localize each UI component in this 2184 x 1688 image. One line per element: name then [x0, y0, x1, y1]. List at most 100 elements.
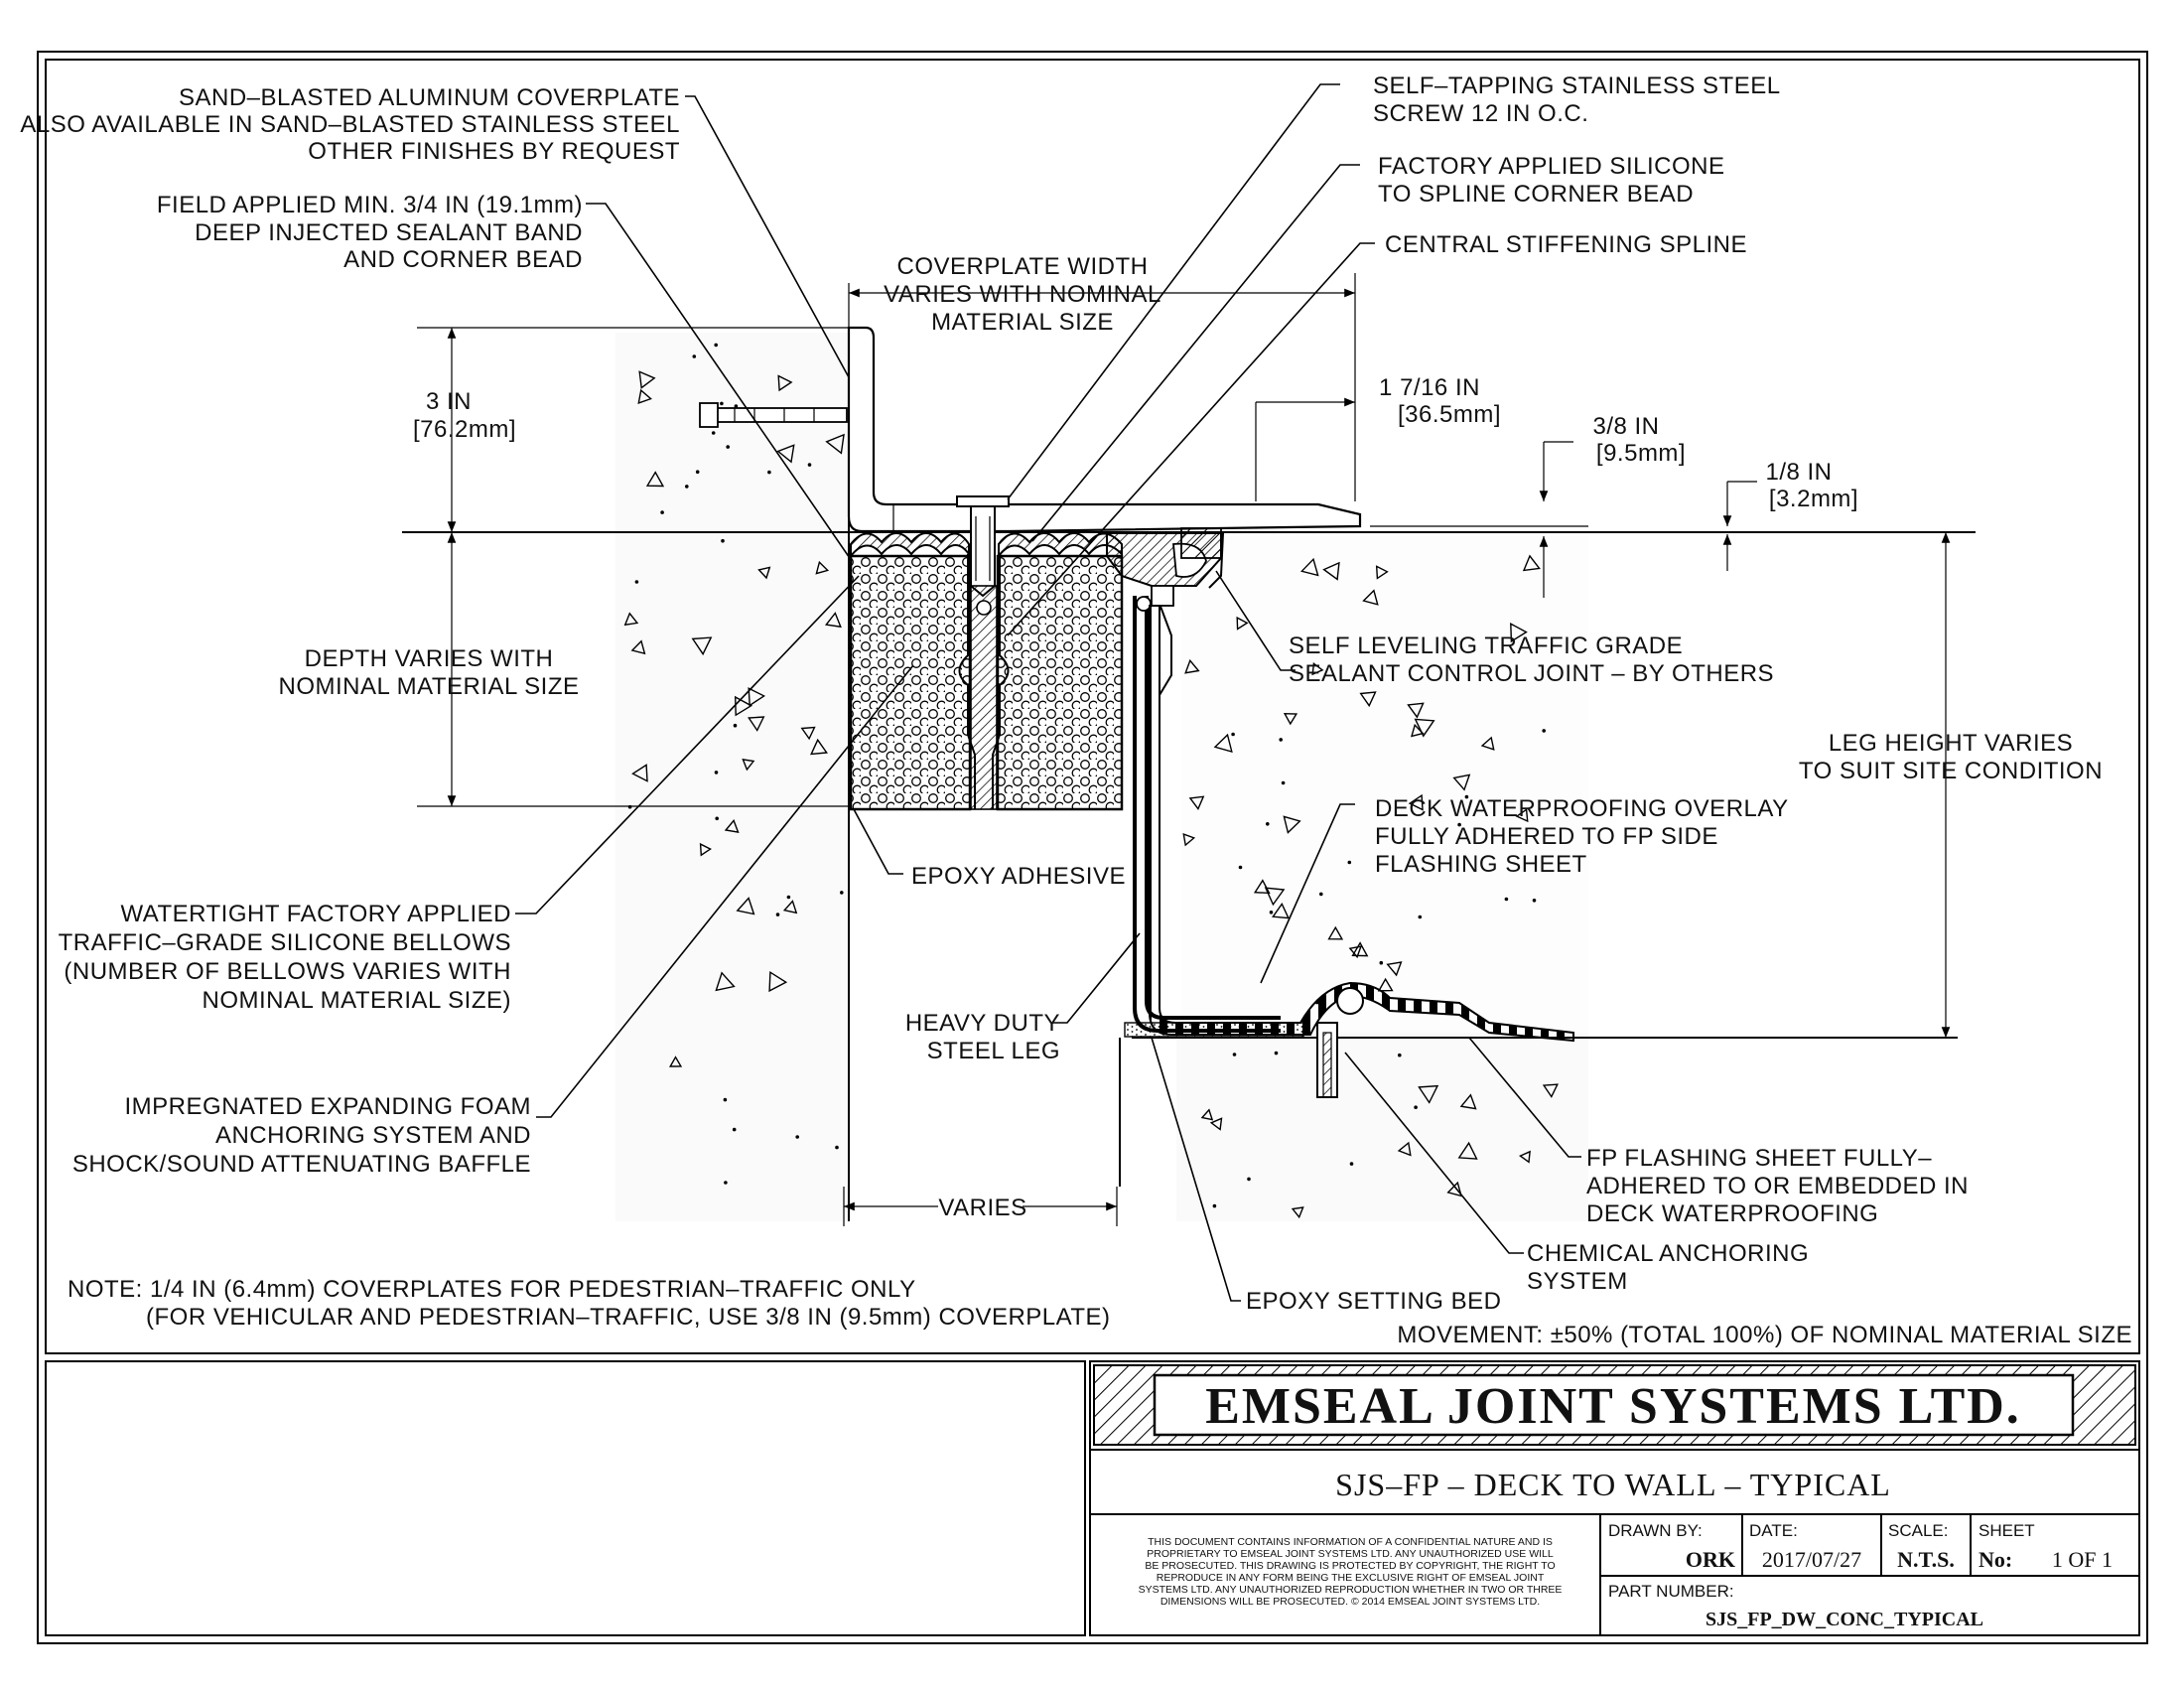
aggregate-grain [795, 1135, 800, 1139]
concrete-aggregate [623, 343, 1559, 1219]
confidential-text: DIMENSIONS WILL BE PROSECUTED. © 2014 EM… [1160, 1596, 1540, 1608]
aggregate-stone [637, 388, 652, 404]
date-value: 2017/07/27 [1762, 1547, 1861, 1572]
bellows-label: WATERTIGHT FACTORY APPLIED [120, 901, 511, 927]
aggregate-grain [1232, 1053, 1237, 1056]
sheet-value: 1 OF 1 [2052, 1547, 2113, 1572]
aggregate-stone [782, 900, 798, 914]
aggregate-grain [1279, 738, 1283, 742]
aggregate-stone [1510, 623, 1528, 643]
aggregate-grain [732, 1127, 737, 1132]
concrete-substrate [402, 333, 1976, 1221]
aggregate-stone [668, 1055, 683, 1067]
aggregate-grain [1281, 780, 1286, 785]
aggregate-grain [1532, 899, 1537, 903]
dimension-1-7-16-label: [36.5mm] [1398, 401, 1501, 428]
dimension-lines [417, 273, 1951, 1226]
chemical-anchor-label: SYSTEM [1527, 1268, 1628, 1295]
confidential-text: THIS DOCUMENT CONTAINS INFORMATION OF A … [1148, 1536, 1553, 1548]
aggregate-stone [1311, 662, 1324, 676]
foam-label: ANCHORING SYSTEM AND [215, 1122, 531, 1149]
aggregate-stone [1327, 925, 1344, 940]
confidential-text: BE PROSECUTED. THIS DRAWING IS PROTECTED… [1145, 1560, 1555, 1572]
aggregate-grain [720, 401, 724, 406]
deck-overlay-label: FULLY ADHERED TO FP SIDE [1375, 823, 1718, 850]
aggregate-stone [1184, 658, 1200, 674]
leg-height-label: LEG HEIGHT VARIES [1829, 730, 2073, 757]
bellows-label: (NUMBER OF BELLOWS VARIES WITH [64, 958, 511, 985]
deck-overlay-label: DECK WATERPROOFING OVERLAY [1375, 795, 1789, 822]
aggregate-stone [776, 444, 795, 464]
aggregate-grain [726, 445, 731, 449]
aggregate-stone [757, 566, 771, 580]
movement-label: MOVEMENT: ±50% (TOTAL 100%) OF NOMINAL M… [1397, 1322, 2132, 1348]
screw-label: SCREW 12 IN O.C. [1373, 100, 1588, 127]
aggregate-stone [1299, 557, 1319, 577]
aggregate-grain [733, 723, 738, 728]
aggregate-stone [1386, 961, 1403, 977]
fp-flashing-label: ADHERED TO OR EMBEDDED IN [1586, 1173, 1969, 1199]
aggregate-grain [1414, 1105, 1418, 1109]
aggregate-stone [623, 612, 639, 627]
aggregate-stone [1515, 808, 1529, 823]
aggregate-stone [1542, 1083, 1559, 1098]
aggregate-grain [692, 354, 697, 358]
scale-label: SCALE: [1888, 1521, 1948, 1540]
aggregate-grain [721, 538, 725, 543]
screw-label: SELF–TAPPING STAINLESS STEEL [1373, 72, 1781, 99]
aggregate-stone [825, 433, 845, 455]
company-name: EMSEAL JOINT SYSTEMS LTD. [1205, 1378, 2021, 1435]
aggregate-stone [1283, 815, 1301, 834]
dimension-3-8-label: [9.5mm] [1596, 440, 1686, 467]
aggregate-grain [1504, 897, 1509, 902]
chemical-anchor [1316, 1022, 1338, 1098]
central-stiffening-spline [970, 585, 998, 810]
aggregate-stone [1200, 1108, 1214, 1121]
dimension-1-7-16-label: 1 7/16 IN [1379, 374, 1480, 401]
title-block: EMSEAL JOINT SYSTEMS LTD. SJS–FP – DECK … [1090, 1364, 2139, 1635]
aggregate-stone [1522, 554, 1541, 572]
aggregate-stone [768, 970, 788, 993]
aggregate-grain [1379, 960, 1384, 965]
aggregate-stone [748, 716, 765, 732]
aggregate-stone [1410, 723, 1425, 738]
dimension-3in-label: [76.2mm] [413, 416, 516, 443]
aggregate-grain [724, 1181, 728, 1185]
aggregate-stone [748, 687, 765, 707]
chemical-anchor-label: CHEMICAL ANCHORING [1527, 1240, 1809, 1267]
aggregate-stone [631, 764, 648, 782]
foam-label: SHOCK/SOUND ATTENUATING BAFFLE [72, 1151, 531, 1178]
steel-leg-label: STEEL LEG [927, 1038, 1060, 1064]
aggregate-stone [1418, 1084, 1439, 1104]
self-leveling-label: SELF LEVELING TRAFFIC GRADE [1289, 633, 1683, 659]
aggregate-stone [1519, 1150, 1531, 1164]
labels: SAND–BLASTED ALUMINUM COVERPLATE ALSO AV… [20, 72, 2132, 1348]
leader-lines [515, 83, 1581, 1302]
aggregate-grain [1238, 865, 1243, 870]
spline-label: CENTRAL STIFFENING SPLINE [1385, 231, 1747, 258]
part-number-value: SJS_FP_DW_CONC_TYPICAL [1706, 1609, 1983, 1630]
aggregate-grain [767, 470, 771, 475]
epoxy-adhesive-label: EPOXY ADHESIVE [911, 863, 1126, 890]
aggregate-grain [840, 891, 844, 895]
aggregate-stone [1446, 1181, 1463, 1197]
dimension-3in-label: 3 IN [426, 388, 472, 415]
aggregate-stone [1408, 793, 1424, 811]
sealant-band-label: FIELD APPLIED MIN. 3/4 IN (19.1mm) [157, 192, 583, 218]
aggregate-stone [1283, 712, 1298, 726]
aggregate-stone [734, 695, 753, 717]
aggregate-stone [1322, 561, 1340, 581]
drawn-by-value: ORK [1686, 1547, 1735, 1572]
aggregate-grain [1247, 1177, 1251, 1182]
aggregate-grain [715, 816, 720, 821]
aggregate-stone [1209, 1117, 1223, 1131]
aggregate-grain [1398, 1053, 1402, 1057]
wall-anchor-bolt [699, 402, 848, 428]
aggregate-stone [1359, 691, 1377, 708]
aggregate-stone [1407, 702, 1425, 719]
aggregate-stone [691, 636, 713, 656]
foam-label: IMPREGNATED EXPANDING FOAM [125, 1093, 531, 1120]
drawn-by-label: DRAWN BY: [1608, 1521, 1703, 1540]
date-label: DATE: [1749, 1521, 1798, 1540]
